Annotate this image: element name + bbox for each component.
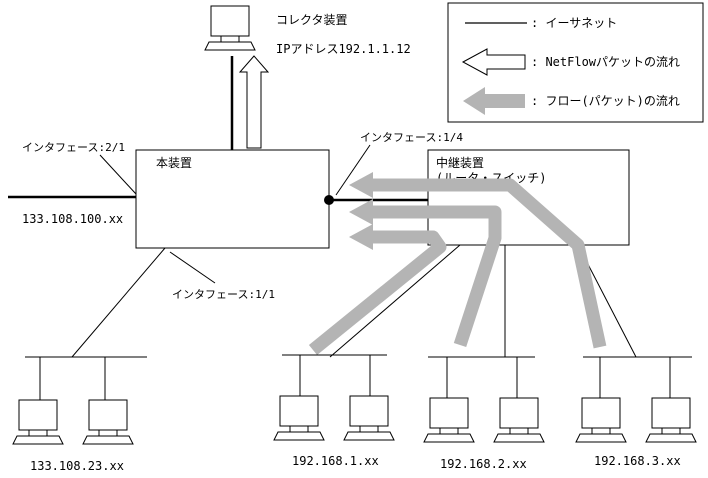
main-device-box bbox=[135, 149, 330, 249]
legend-flow-arrow-icon bbox=[463, 87, 525, 115]
flow-arrowhead-lan2-icon bbox=[349, 199, 373, 225]
legend-netflow-arrow-icon bbox=[461, 48, 526, 76]
pc-icon bbox=[273, 395, 325, 441]
left-lan-subnet-label: 133.108.23.xx bbox=[30, 459, 124, 473]
legend: : イーサネット : NetFlowパケットの流れ : フロー(パケット)の流れ bbox=[447, 2, 704, 123]
pc-icon bbox=[82, 399, 134, 445]
collector-title: コレクタ装置 bbox=[276, 13, 348, 27]
collector-ip: IPアドレス192.1.1.12 bbox=[276, 42, 411, 56]
pc-icon bbox=[575, 397, 627, 443]
collector-pc-icon bbox=[204, 5, 256, 51]
left-lan: 133.108.23.xx bbox=[12, 356, 147, 473]
pc-icon bbox=[423, 397, 475, 443]
relay-device-label-1: 中継装置 bbox=[436, 155, 484, 170]
if-2-1-label: インタフェース:2/1 bbox=[22, 141, 125, 154]
flow-arrows bbox=[308, 172, 607, 356]
pc-icon bbox=[343, 395, 395, 441]
if-1-1-leader-line bbox=[169, 251, 216, 284]
lan1-subnet-label: 192.168.1.xx bbox=[292, 454, 379, 468]
flow-path-lan2 bbox=[373, 205, 502, 348]
main-left-lan-link bbox=[71, 247, 166, 358]
main-device: 本装置 インタフェース:2/1 133.108.100.xx インタフェース:1… bbox=[8, 131, 463, 301]
collector-device: コレクタ装置 IPアドレス192.1.1.12 bbox=[204, 5, 411, 150]
relay-lan1-link bbox=[329, 244, 461, 358]
if-1-4-leader-line bbox=[335, 144, 371, 196]
if-1-4-label: インタフェース:1/4 bbox=[360, 131, 463, 144]
pc-icon bbox=[493, 397, 545, 443]
lan2-subnet-label: 192.168.2.xx bbox=[440, 457, 527, 471]
flow-arrowhead-lan3-icon bbox=[349, 172, 373, 198]
lan-192-168-2: 192.168.2.xx bbox=[423, 356, 545, 471]
netflow-arrow-icon bbox=[238, 55, 270, 149]
lan3-subnet-label: 192.168.3.xx bbox=[594, 454, 681, 468]
if-1-1-label: インタフェース:1/1 bbox=[172, 288, 275, 301]
pc-icon bbox=[12, 399, 64, 445]
main-device-label: 本装置 bbox=[156, 156, 192, 170]
if-2-1-leader-line bbox=[99, 154, 137, 195]
legend-netflow-label: : NetFlowパケットの流れ bbox=[531, 55, 680, 69]
lan-192-168-3: 192.168.3.xx bbox=[575, 356, 697, 468]
pc-icon bbox=[645, 397, 697, 443]
flow-path-lan3 bbox=[373, 178, 607, 349]
legend-flow-label: : フロー(パケット)の流れ bbox=[531, 94, 680, 108]
uplink-subnet-label: 133.108.100.xx bbox=[22, 212, 123, 226]
legend-ethernet-label: : イーサネット bbox=[531, 16, 617, 30]
flow-arrowhead-lan1-icon bbox=[349, 224, 373, 250]
flow-path-lan1 bbox=[308, 230, 447, 356]
lan-192-168-1: 192.168.1.xx bbox=[273, 354, 395, 468]
